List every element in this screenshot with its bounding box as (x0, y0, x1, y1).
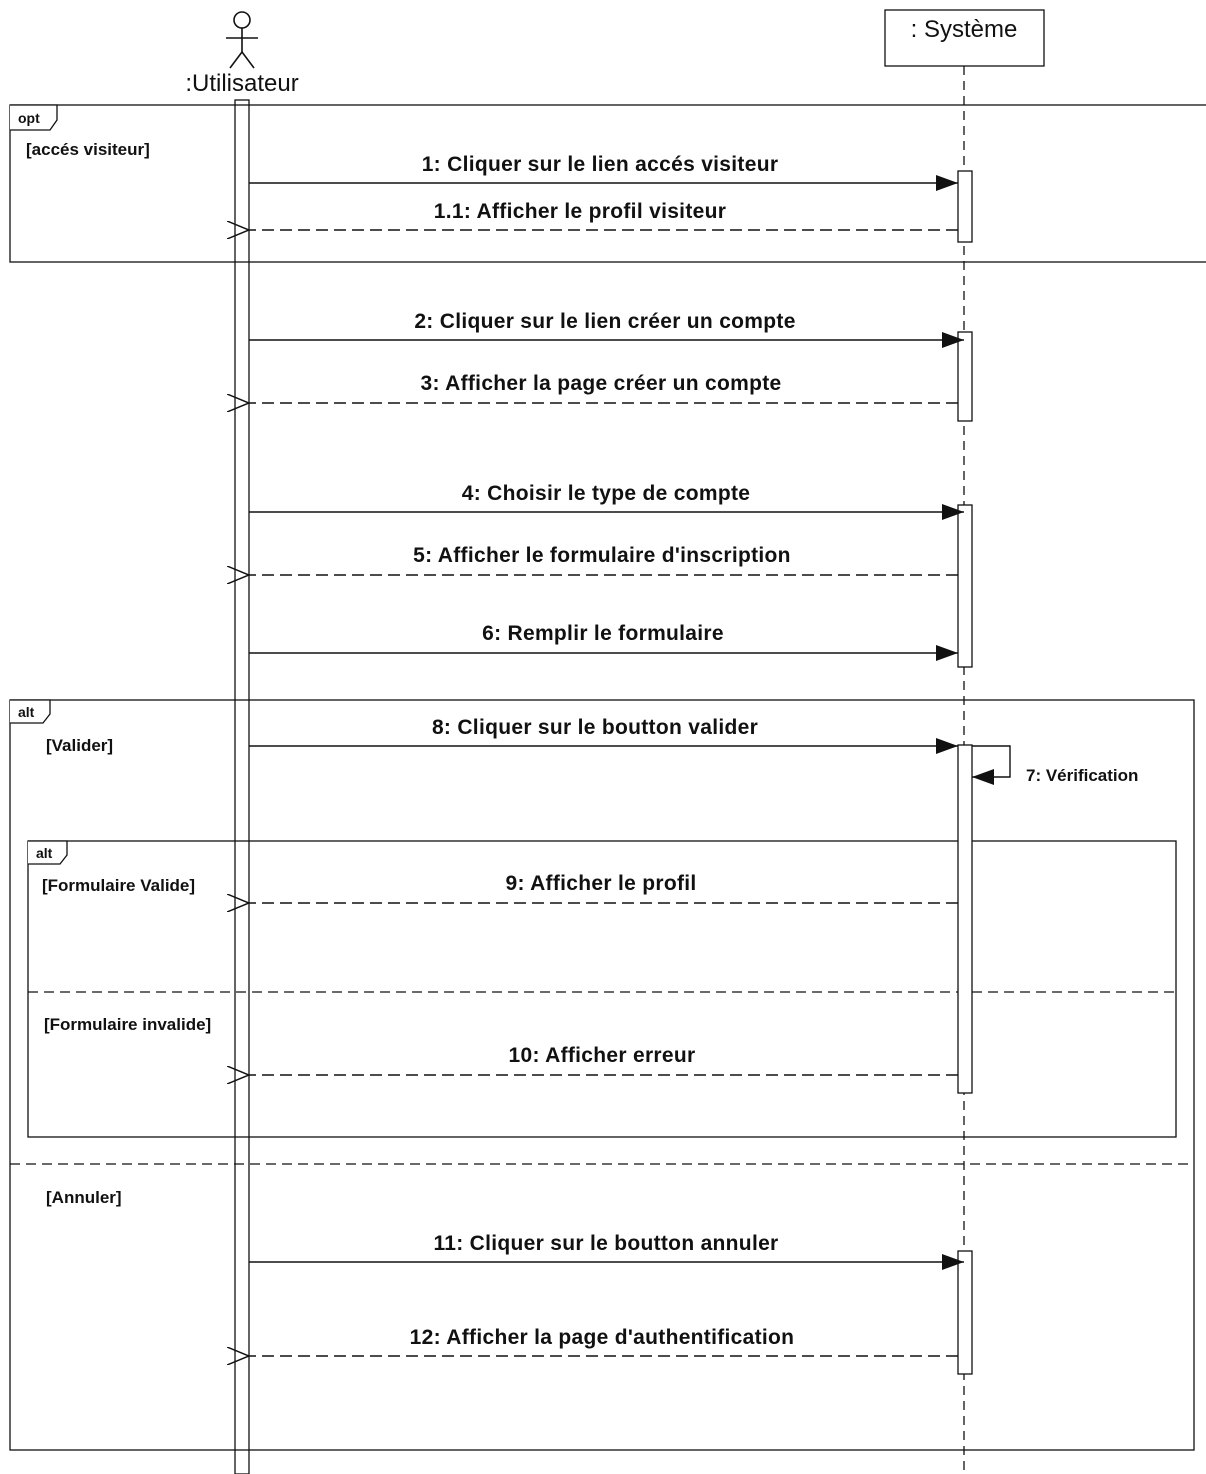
alt-fragment-outer: alt [Valider] [Annuler] (9, 699, 1195, 1451)
actor-label: :Utilisateur (185, 70, 298, 97)
message-3: 3: Afficher la page créer un compte (249, 372, 958, 403)
system-activation-2 (957, 331, 973, 422)
alt-outer-guard-annuler: [Annuler] (46, 1188, 122, 1207)
message-7-self: 7: Vérification (972, 745, 1138, 785)
message-1-1-label: 1.1: Afficher le profil visiteur (434, 200, 726, 223)
stick-figure-icon (226, 11, 258, 69)
opt-fragment: opt [accés visiteur] (9, 104, 1206, 263)
system-activation-5 (957, 1250, 973, 1375)
system-activations (957, 170, 973, 1375)
message-12: 12: Afficher la page d'authentification (249, 1326, 958, 1356)
alt-outer-guard-valider: [Valider] (46, 736, 113, 755)
system-activation-3 (957, 504, 973, 668)
actor-activation-bar (234, 99, 250, 1474)
message-9-label: 9: Afficher le profil (505, 872, 696, 895)
system-label: : Système (911, 16, 1018, 43)
message-5: 5: Afficher le formulaire d'inscription (249, 544, 958, 575)
alt-outer-tag: alt (18, 704, 35, 720)
alt-inner-guard-invalide: [Formulaire invalide] (44, 1015, 211, 1034)
message-10: 10: Afficher erreur (249, 1044, 958, 1075)
alt-fragment-inner: alt [Formulaire Valide] [Formulaire inva… (27, 840, 1177, 1138)
message-11-label: 11: Cliquer sur le boutton annuler (433, 1232, 778, 1255)
system-activation-4 (957, 744, 973, 1094)
message-2-label: 2: Cliquer sur le lien créer un compte (414, 310, 795, 333)
message-6-label: 6: Remplir le formulaire (482, 622, 724, 645)
message-4-label: 4: Choisir le type de compte (462, 482, 750, 505)
message-1-1: 1.1: Afficher le profil visiteur (249, 200, 958, 230)
message-8-label: 8: Cliquer sur le boutton valider (432, 716, 758, 739)
message-12-label: 12: Afficher la page d'authentification (410, 1326, 795, 1349)
message-2: 2: Cliquer sur le lien créer un compte (249, 310, 964, 348)
message-8: 8: Cliquer sur le boutton valider (249, 716, 958, 754)
system-activation-1 (957, 170, 973, 243)
message-1: 1: Cliquer sur le lien accés visiteur (249, 153, 958, 191)
message-9: 9: Afficher le profil (249, 872, 958, 903)
alt-inner-tag: alt (36, 845, 53, 861)
message-10-label: 10: Afficher erreur (509, 1044, 696, 1067)
message-6: 6: Remplir le formulaire (249, 622, 958, 661)
message-7-label: 7: Vérification (1026, 766, 1138, 785)
opt-guard: [accés visiteur] (26, 140, 150, 159)
alt-inner-guard-valide: [Formulaire Valide] (42, 876, 195, 895)
system-lifeline-head: : Système (884, 9, 1045, 67)
message-1-label: 1: Cliquer sur le lien accés visiteur (422, 153, 779, 176)
message-11: 11: Cliquer sur le boutton annuler (249, 1232, 964, 1270)
actor-utilisateur: :Utilisateur (185, 11, 299, 97)
message-3-label: 3: Afficher la page créer un compte (421, 372, 782, 395)
message-4: 4: Choisir le type de compte (249, 482, 964, 520)
message-5-label: 5: Afficher le formulaire d'inscription (413, 544, 791, 567)
opt-tag: opt (18, 110, 40, 126)
